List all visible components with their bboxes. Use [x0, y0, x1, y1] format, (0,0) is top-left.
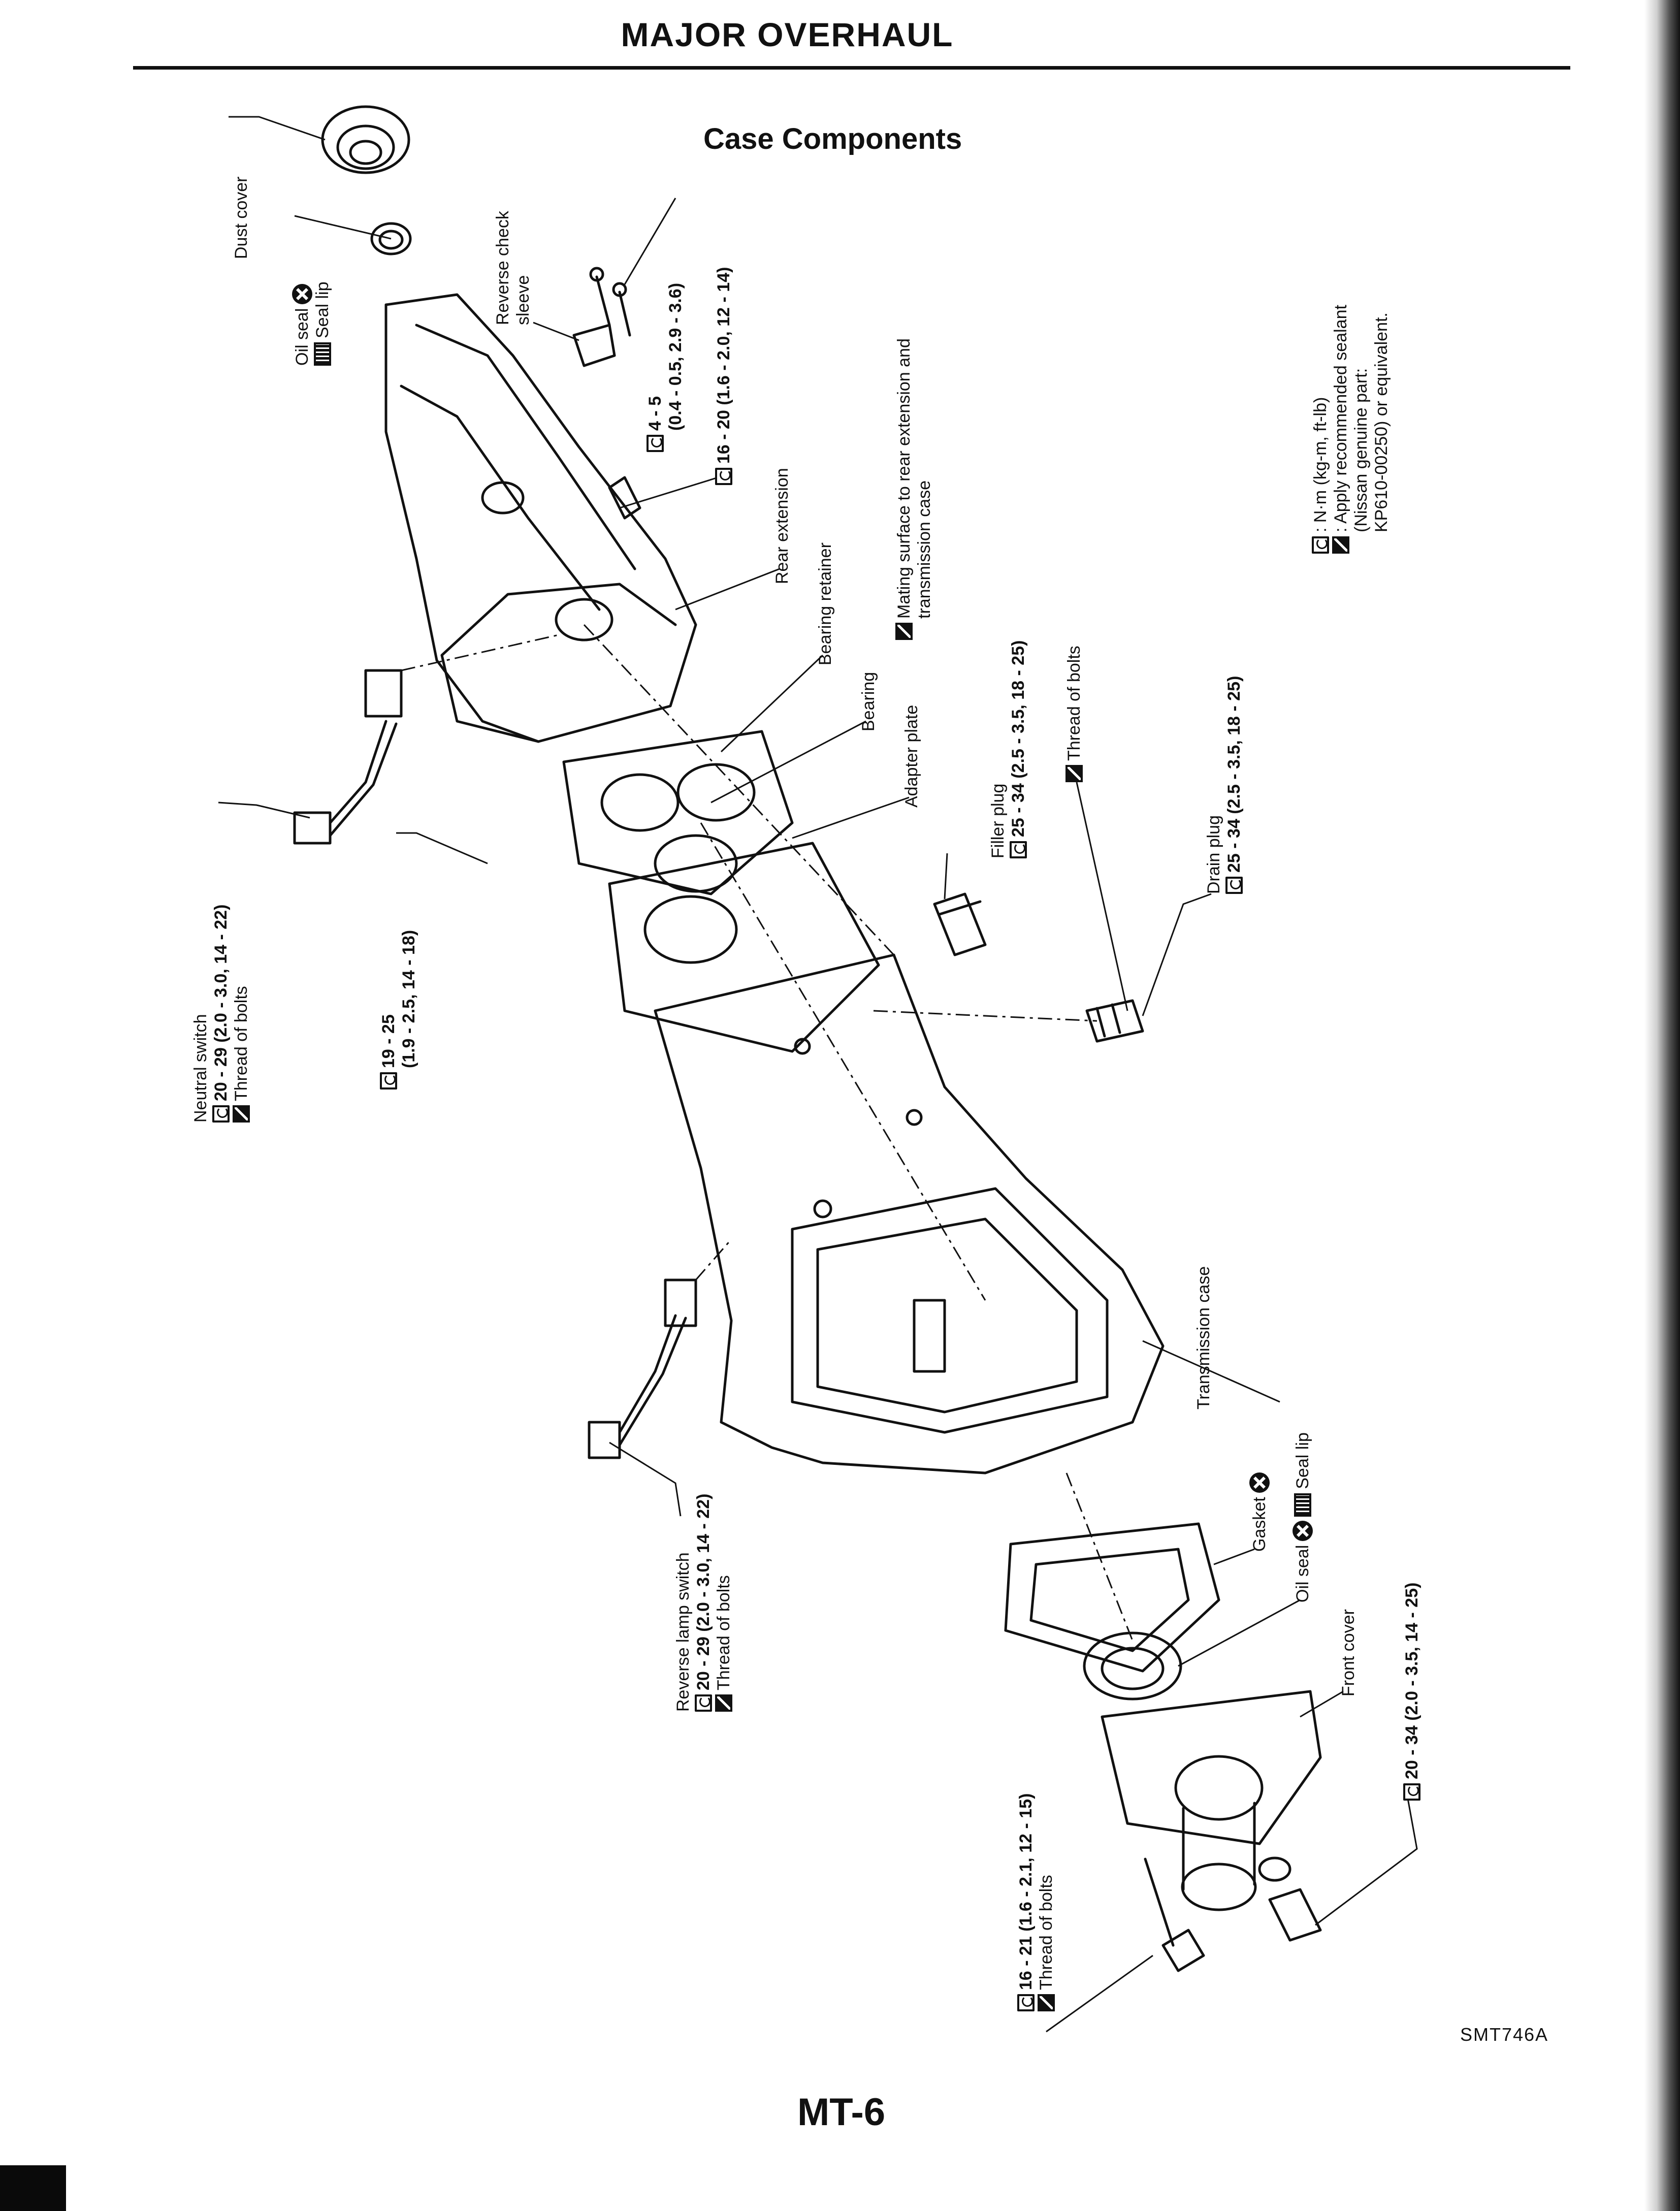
sealant-icon — [715, 1694, 732, 1712]
scan-edge-shadow — [1644, 0, 1680, 2211]
label-oil-seal-rear: Oil seal Seal lip — [292, 281, 333, 366]
oil-seal-rear-part — [370, 222, 412, 255]
replace-icon — [1249, 1472, 1270, 1493]
replace-icon — [292, 283, 312, 304]
label-gasket: Gasket — [1249, 1472, 1270, 1552]
label-rev-check-torque-2: 16 - 20 (1.6 - 2.0, 12 - 14) — [714, 267, 734, 485]
torque-icon — [1312, 536, 1329, 554]
front-cover-part — [1101, 1690, 1322, 1911]
torque-icon — [715, 468, 732, 485]
gasket-part — [1004, 1522, 1220, 1673]
label-front-cover: Front cover — [1339, 1609, 1358, 1696]
header-rule — [133, 66, 1570, 70]
grease-icon — [1294, 1493, 1311, 1517]
oil-seal-rear-note: Seal lip — [313, 281, 332, 338]
oil-seal-rear-text: Oil seal — [293, 308, 312, 366]
label-retainer-bolt-torque: 19 - 25 (1.9 - 2.5, 14 - 18) — [378, 930, 419, 1090]
label-rev-check-torque-1: 4 - 5 (0.4 - 0.5, 2.9 - 3.6) — [645, 283, 686, 452]
sealant-icon — [895, 623, 913, 640]
page-number: MT-6 — [797, 2091, 886, 2134]
sealant-icon — [1065, 765, 1083, 782]
front-cover-bolt-part — [1144, 1856, 1322, 1972]
sealant-icon — [1038, 1994, 1055, 2011]
rear-extension-part — [384, 293, 697, 743]
grease-icon — [314, 342, 331, 366]
legend-sealant-3: KP610-00250) or equivalent. — [1372, 312, 1391, 532]
label-filler-plug: Filler plug 25 - 34 (2.5 - 3.5, 18 - 25) — [988, 640, 1028, 858]
scan-corner-mark — [0, 2165, 66, 2211]
label-front-cover-torque: 20 - 34 (2.0 - 3.5, 14 - 25) — [1402, 1583, 1422, 1801]
legend-sealant-2: (Nissan genuine part: — [1351, 368, 1371, 532]
torque-icon — [1010, 841, 1027, 858]
adapter-plate-part — [562, 730, 880, 1053]
label-transmission-case: Transmission case — [1194, 1266, 1213, 1409]
label-dust-cover: Dust cover — [232, 176, 251, 260]
replace-icon — [1293, 1520, 1313, 1541]
label-thread-of-bolts: Thread of bolts — [1064, 646, 1084, 782]
label-rear-extension: Rear extension — [772, 468, 792, 584]
label-bearing: Bearing — [859, 671, 878, 731]
label-mating-surface: Mating surface to rear extension and tra… — [894, 338, 934, 640]
label-front-bolt-torque: 16 - 21 (1.6 - 2.1, 12 - 15) Thread of b… — [1016, 1793, 1056, 2011]
label-bearing-retainer: Bearing retainer — [816, 542, 835, 665]
oil-seal-front-part — [1083, 1631, 1182, 1701]
torque-icon — [380, 1072, 397, 1090]
label-adapter-plate: Adapter plate — [902, 704, 921, 808]
label-drain-plug: Drain plug 25 - 34 (2.5 - 3.5, 18 - 25) — [1204, 676, 1244, 894]
label-neutral-switch: Neutral switch 20 - 29 (2.0 - 3.0, 14 - … — [191, 904, 251, 1123]
torque-icon — [1225, 877, 1243, 894]
figure-code: SMT746A — [1460, 2024, 1549, 2045]
legend-torque-units: : N·m (kg-m, ft-lb) — [1311, 397, 1330, 532]
torque-icon — [1017, 1994, 1035, 2011]
reverse-check-sleeve-part — [572, 267, 641, 520]
reverse-lamp-switch-part — [588, 1278, 697, 1459]
torque-icon — [212, 1105, 230, 1123]
torque-icon — [695, 1694, 712, 1712]
neutral-switch-part — [293, 669, 403, 845]
legend: : N·m (kg-m, ft-lb) : Apply recommended … — [1310, 305, 1392, 554]
diagram-title: Case Components — [703, 122, 962, 155]
filler-plug-part — [933, 892, 987, 956]
transmission-case-part — [654, 953, 1165, 1475]
torque-icon — [1403, 1783, 1420, 1801]
legend-sealant-1: : Apply recommended sealant — [1331, 305, 1350, 532]
sealant-icon — [1332, 536, 1349, 554]
label-reverse-check-sleeve: Reverse check sleeve — [493, 211, 533, 325]
torque-icon — [647, 435, 664, 452]
sealant-icon — [233, 1105, 250, 1123]
label-reverse-lamp-switch: Reverse lamp switch 20 - 29 (2.0 - 3.0, … — [673, 1493, 733, 1712]
drain-plug-part — [1085, 999, 1144, 1043]
page-header: MAJOR OVERHAUL — [621, 16, 954, 53]
dust-cover-part — [321, 105, 410, 174]
